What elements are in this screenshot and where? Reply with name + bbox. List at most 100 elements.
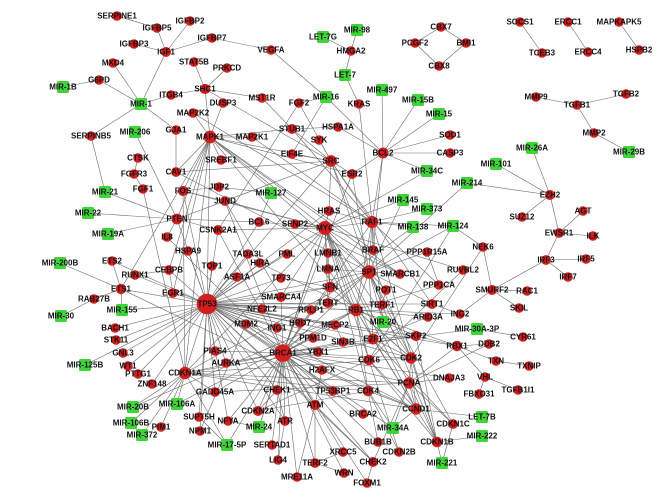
node-pim1[interactable]: PIM1 (152, 422, 171, 432)
node-cebpb[interactable]: CEBPB (155, 265, 183, 275)
node-igf1[interactable]: IGF1 (157, 47, 175, 57)
node-wt1[interactable]: WT1 (120, 361, 137, 371)
node-txn[interactable]: TXN (488, 356, 504, 366)
node-mir-206[interactable]: MIR-206 (120, 126, 151, 138)
node-mdm2[interactable]: MDM2 (234, 319, 258, 329)
node-cdkn1c[interactable]: CDKN1C (436, 419, 470, 429)
node-tp53bp1[interactable]: TP53BP1 (316, 386, 351, 396)
node-chek2[interactable]: CHEK2 (359, 457, 387, 467)
node-ilk[interactable]: ILK (587, 231, 600, 241)
node-eif4e[interactable]: EIF4E (281, 149, 304, 159)
node-bcl6[interactable]: BCL6 (249, 217, 270, 227)
node-rbx1[interactable]: RBX1 (446, 340, 468, 352)
node-brca2[interactable]: BRCA2 (349, 409, 377, 419)
node-xrcc5[interactable]: XRCC5 (329, 447, 357, 457)
node-sirt1[interactable]: SIRT1 (421, 299, 444, 309)
node-smurf2[interactable]: SMURF2 (476, 285, 509, 295)
node-ercc4[interactable]: ERCC4 (574, 47, 602, 57)
node-jdp2[interactable]: JDP2 (209, 182, 230, 192)
node-mir-106b[interactable]: MIR-106B (113, 417, 150, 429)
node-ets2[interactable]: ETS2 (102, 256, 123, 266)
node-igfbp5[interactable]: IGFBP5 (143, 23, 172, 33)
node-mir-22[interactable]: MIR-22 (75, 207, 102, 219)
node-casp3[interactable]: CASP3 (437, 148, 464, 158)
node-mre11a[interactable]: MRE11A (281, 472, 313, 482)
node-mxd4[interactable]: MXD4 (102, 58, 125, 68)
node-smarcb1[interactable]: SMARCB1 (380, 269, 420, 279)
node-atr[interactable]: ATR (277, 416, 293, 426)
node-mir-155[interactable]: MIR-155 (107, 304, 138, 316)
node-serpine1[interactable]: SERPINE1 (97, 11, 137, 21)
node-fgf1[interactable]: FGF1 (133, 184, 154, 194)
node-mir-24[interactable]: MIR-24 (246, 421, 273, 433)
node-ezh2[interactable]: EZH2 (540, 190, 561, 200)
node-vegfa[interactable]: VEGFA (257, 45, 285, 55)
node-sod1[interactable]: SOD1 (439, 130, 461, 140)
node-asf1a[interactable]: ASF1A (224, 272, 250, 282)
node-atm[interactable]: ATM (307, 399, 324, 411)
node-cdkn1a[interactable]: CDKN1A (168, 366, 202, 380)
node-mir-16[interactable]: MIR-16 (313, 91, 340, 103)
node-hspa1a[interactable]: HSPA1A (322, 122, 354, 132)
node-mir-200b[interactable]: MIR-200B (42, 257, 79, 269)
node-mir-1[interactable]: MIR-1 (130, 98, 152, 110)
node-rac1[interactable]: RAC1 (516, 286, 538, 296)
node-srebf1[interactable]: SREBF1 (205, 155, 237, 165)
node-cdk2[interactable]: CDK2 (400, 352, 422, 364)
node-mir-17-5p[interactable]: MIR-17-5P (208, 439, 247, 451)
node-mir-127[interactable]: MIR-127 (256, 187, 287, 199)
node-senp2[interactable]: SENP2 (282, 219, 309, 229)
node-terf2[interactable]: TERF2 (302, 458, 328, 468)
node-il8[interactable]: IL8 (161, 232, 173, 242)
node-mir-29b[interactable]: MIR-29B (613, 146, 645, 158)
node-mir-15[interactable]: MIR-15 (426, 108, 453, 120)
node-vhl[interactable]: VHL (477, 372, 493, 382)
node-sin3b[interactable]: SIN3B (331, 337, 355, 347)
node-hras[interactable]: HRAS (318, 206, 341, 216)
node-igfbp7[interactable]: IGFBP7 (198, 33, 227, 43)
node-prkcd[interactable]: PRKCD (213, 63, 242, 73)
node-rab27b[interactable]: RAB27B (78, 294, 110, 304)
node-ruvbl2[interactable]: RUVBL2 (447, 265, 480, 275)
node-tgfb1[interactable]: TGFB1 (564, 100, 591, 110)
node-mst1r[interactable]: MST1R (248, 93, 276, 103)
node-txnip[interactable]: TXNIP (517, 361, 541, 371)
node-mir-101[interactable]: MIR-101 (481, 158, 512, 170)
node-syk[interactable]: SYK (311, 135, 328, 145)
node-runx1[interactable]: RUNX1 (121, 270, 149, 280)
node-ppm1d[interactable]: PPM1D (299, 333, 327, 343)
node-lmnb1[interactable]: LMNB1 (314, 248, 342, 258)
node-mir-221[interactable]: MIR-221 (427, 457, 458, 469)
node-mir-98[interactable]: MIR-98 (344, 24, 371, 36)
node-dnaja3[interactable]: DNAJA3 (433, 373, 466, 383)
node-fbxo31[interactable]: FBXO31 (463, 389, 495, 399)
node-stat5b[interactable]: STAT5B (179, 57, 209, 67)
node-mecp2[interactable]: MECP2 (321, 320, 349, 330)
node-cdkn2b[interactable]: CDKN2B (382, 447, 416, 457)
node-cdkn2a[interactable]: CDKN2A (241, 406, 275, 416)
node-mir-222[interactable]: MIR-222 (467, 430, 498, 442)
node-ybx1[interactable]: YBX1 (308, 347, 329, 357)
node-pcna[interactable]: PCNA (398, 377, 421, 389)
node-ccnd1[interactable]: CCND1 (402, 403, 430, 415)
node-let-7[interactable]: LET-7 (334, 69, 356, 81)
node-esr2[interactable]: ESR2 (342, 169, 363, 179)
node-sfn[interactable]: SFN (322, 281, 338, 293)
node-mir-497[interactable]: MIR-497 (367, 84, 398, 96)
node-cyr61[interactable]: CYR61 (510, 332, 536, 342)
node-lig4[interactable]: LIG4 (269, 455, 287, 465)
node-tgfb2[interactable]: TGFB2 (613, 89, 640, 99)
node-ddb2[interactable]: DDB2 (478, 339, 500, 349)
node-aurka[interactable]: AURKA (212, 358, 241, 368)
node-znf148[interactable]: ZNF148 (138, 379, 167, 389)
node-hspb2[interactable]: HSPB2 (626, 45, 653, 55)
node-igfbp3[interactable]: IGFBP3 (120, 39, 149, 49)
node-skil[interactable]: SKIL (510, 303, 528, 313)
node-fos[interactable]: FOS (175, 185, 192, 197)
node-cdkn1b[interactable]: CDKN1B (420, 436, 454, 448)
node-mmp2[interactable]: MMP2 (582, 128, 606, 138)
node-mir-34c[interactable]: MIR-34C (411, 165, 443, 177)
node-pcgf2[interactable]: PCGF2 (402, 38, 429, 48)
node-ctsk[interactable]: CTSK (127, 153, 149, 163)
node-ppp1r15a[interactable]: PPP1R15A (407, 247, 448, 257)
